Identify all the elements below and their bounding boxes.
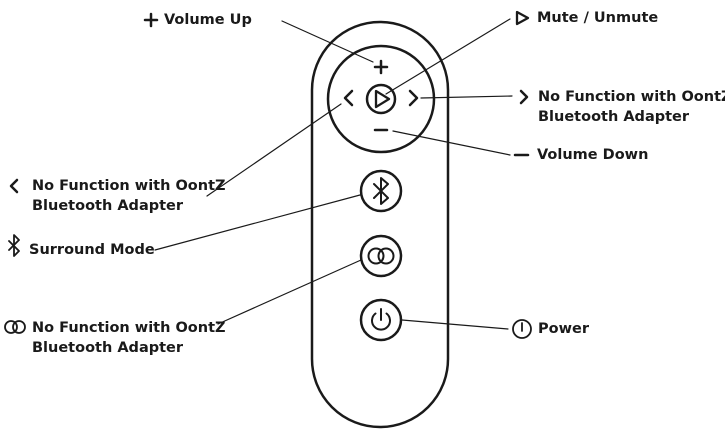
power-key[interactable] — [359, 298, 403, 342]
label-volume-up: Volume Up — [164, 12, 252, 28]
leader-chevron-right — [420, 95, 513, 99]
label-surround: Surround Mode — [29, 242, 155, 258]
chevron-right-icon — [519, 89, 529, 105]
overlap-circles-icon — [4, 320, 26, 334]
label-mute: Mute / Unmute — [537, 10, 659, 26]
mute-key[interactable] — [365, 83, 397, 115]
label-chevron-left: No Function with OontZ Bluetooth Adapter — [32, 178, 226, 214]
control-ring — [326, 44, 436, 154]
power-icon — [512, 319, 532, 339]
leader-volume-up — [281, 20, 374, 63]
chevron-left-key[interactable] — [343, 89, 354, 107]
leader-power — [401, 319, 509, 330]
bluetooth-icon — [8, 234, 20, 257]
leader-surround — [154, 194, 361, 251]
surround-mode-key[interactable] — [359, 169, 403, 213]
label-power: Power — [538, 321, 589, 337]
link-key[interactable] — [359, 234, 403, 278]
leader-mute — [385, 18, 511, 95]
leader-lines — [154, 18, 513, 330]
volume-up-key[interactable] — [373, 59, 389, 75]
leader-link — [217, 259, 362, 325]
plus-icon — [143, 12, 159, 28]
label-chevron-right: No Function with OontZ Bluetooth Adapter — [538, 89, 725, 125]
leader-volume-down — [392, 130, 511, 156]
leader-chevron-left — [206, 103, 342, 197]
chevron-left-icon — [9, 178, 19, 194]
label-link: No Function with OontZ Bluetooth Adapter — [32, 320, 226, 356]
remote-body — [310, 20, 450, 429]
play-triangle-icon — [515, 10, 530, 26]
chevron-right-key[interactable] — [408, 89, 419, 107]
label-volume-down: Volume Down — [537, 147, 649, 163]
